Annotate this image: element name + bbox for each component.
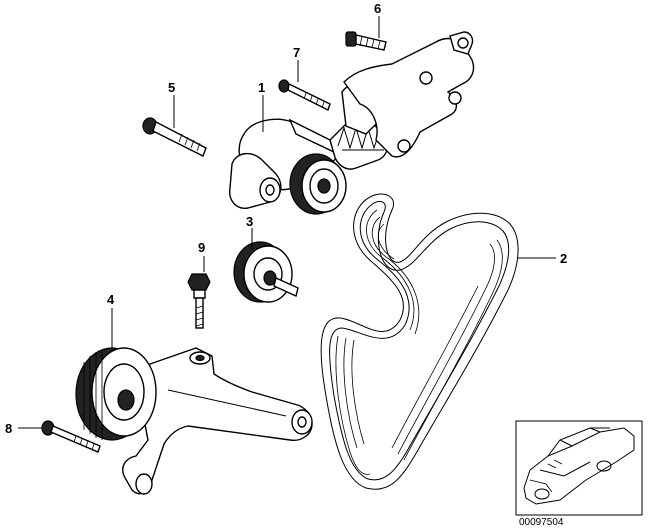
callout-3: 3 bbox=[246, 214, 253, 229]
car-outline-icon bbox=[523, 427, 635, 505]
leader-lines bbox=[18, 16, 556, 429]
bolt-6 bbox=[345, 31, 387, 51]
bolt-9 bbox=[187, 273, 211, 329]
callout-1: 1 bbox=[258, 80, 265, 95]
bolt-5 bbox=[142, 117, 207, 157]
callout-9: 9 bbox=[198, 240, 205, 255]
ribbed-belt bbox=[320, 193, 519, 490]
callout-2: 2 bbox=[560, 251, 567, 266]
callout-4: 4 bbox=[107, 292, 115, 307]
mounting-bracket bbox=[343, 31, 475, 158]
callout-6: 6 bbox=[374, 1, 381, 16]
reference-number: 00097504 bbox=[519, 517, 564, 528]
bolt-7 bbox=[278, 79, 331, 111]
vehicle-thumbnail bbox=[515, 420, 643, 516]
callout-5: 5 bbox=[168, 80, 175, 95]
idler-pulley bbox=[233, 241, 299, 303]
callout-8: 8 bbox=[5, 421, 12, 436]
callout-7: 7 bbox=[293, 45, 300, 60]
lower-tensioner bbox=[75, 347, 313, 495]
